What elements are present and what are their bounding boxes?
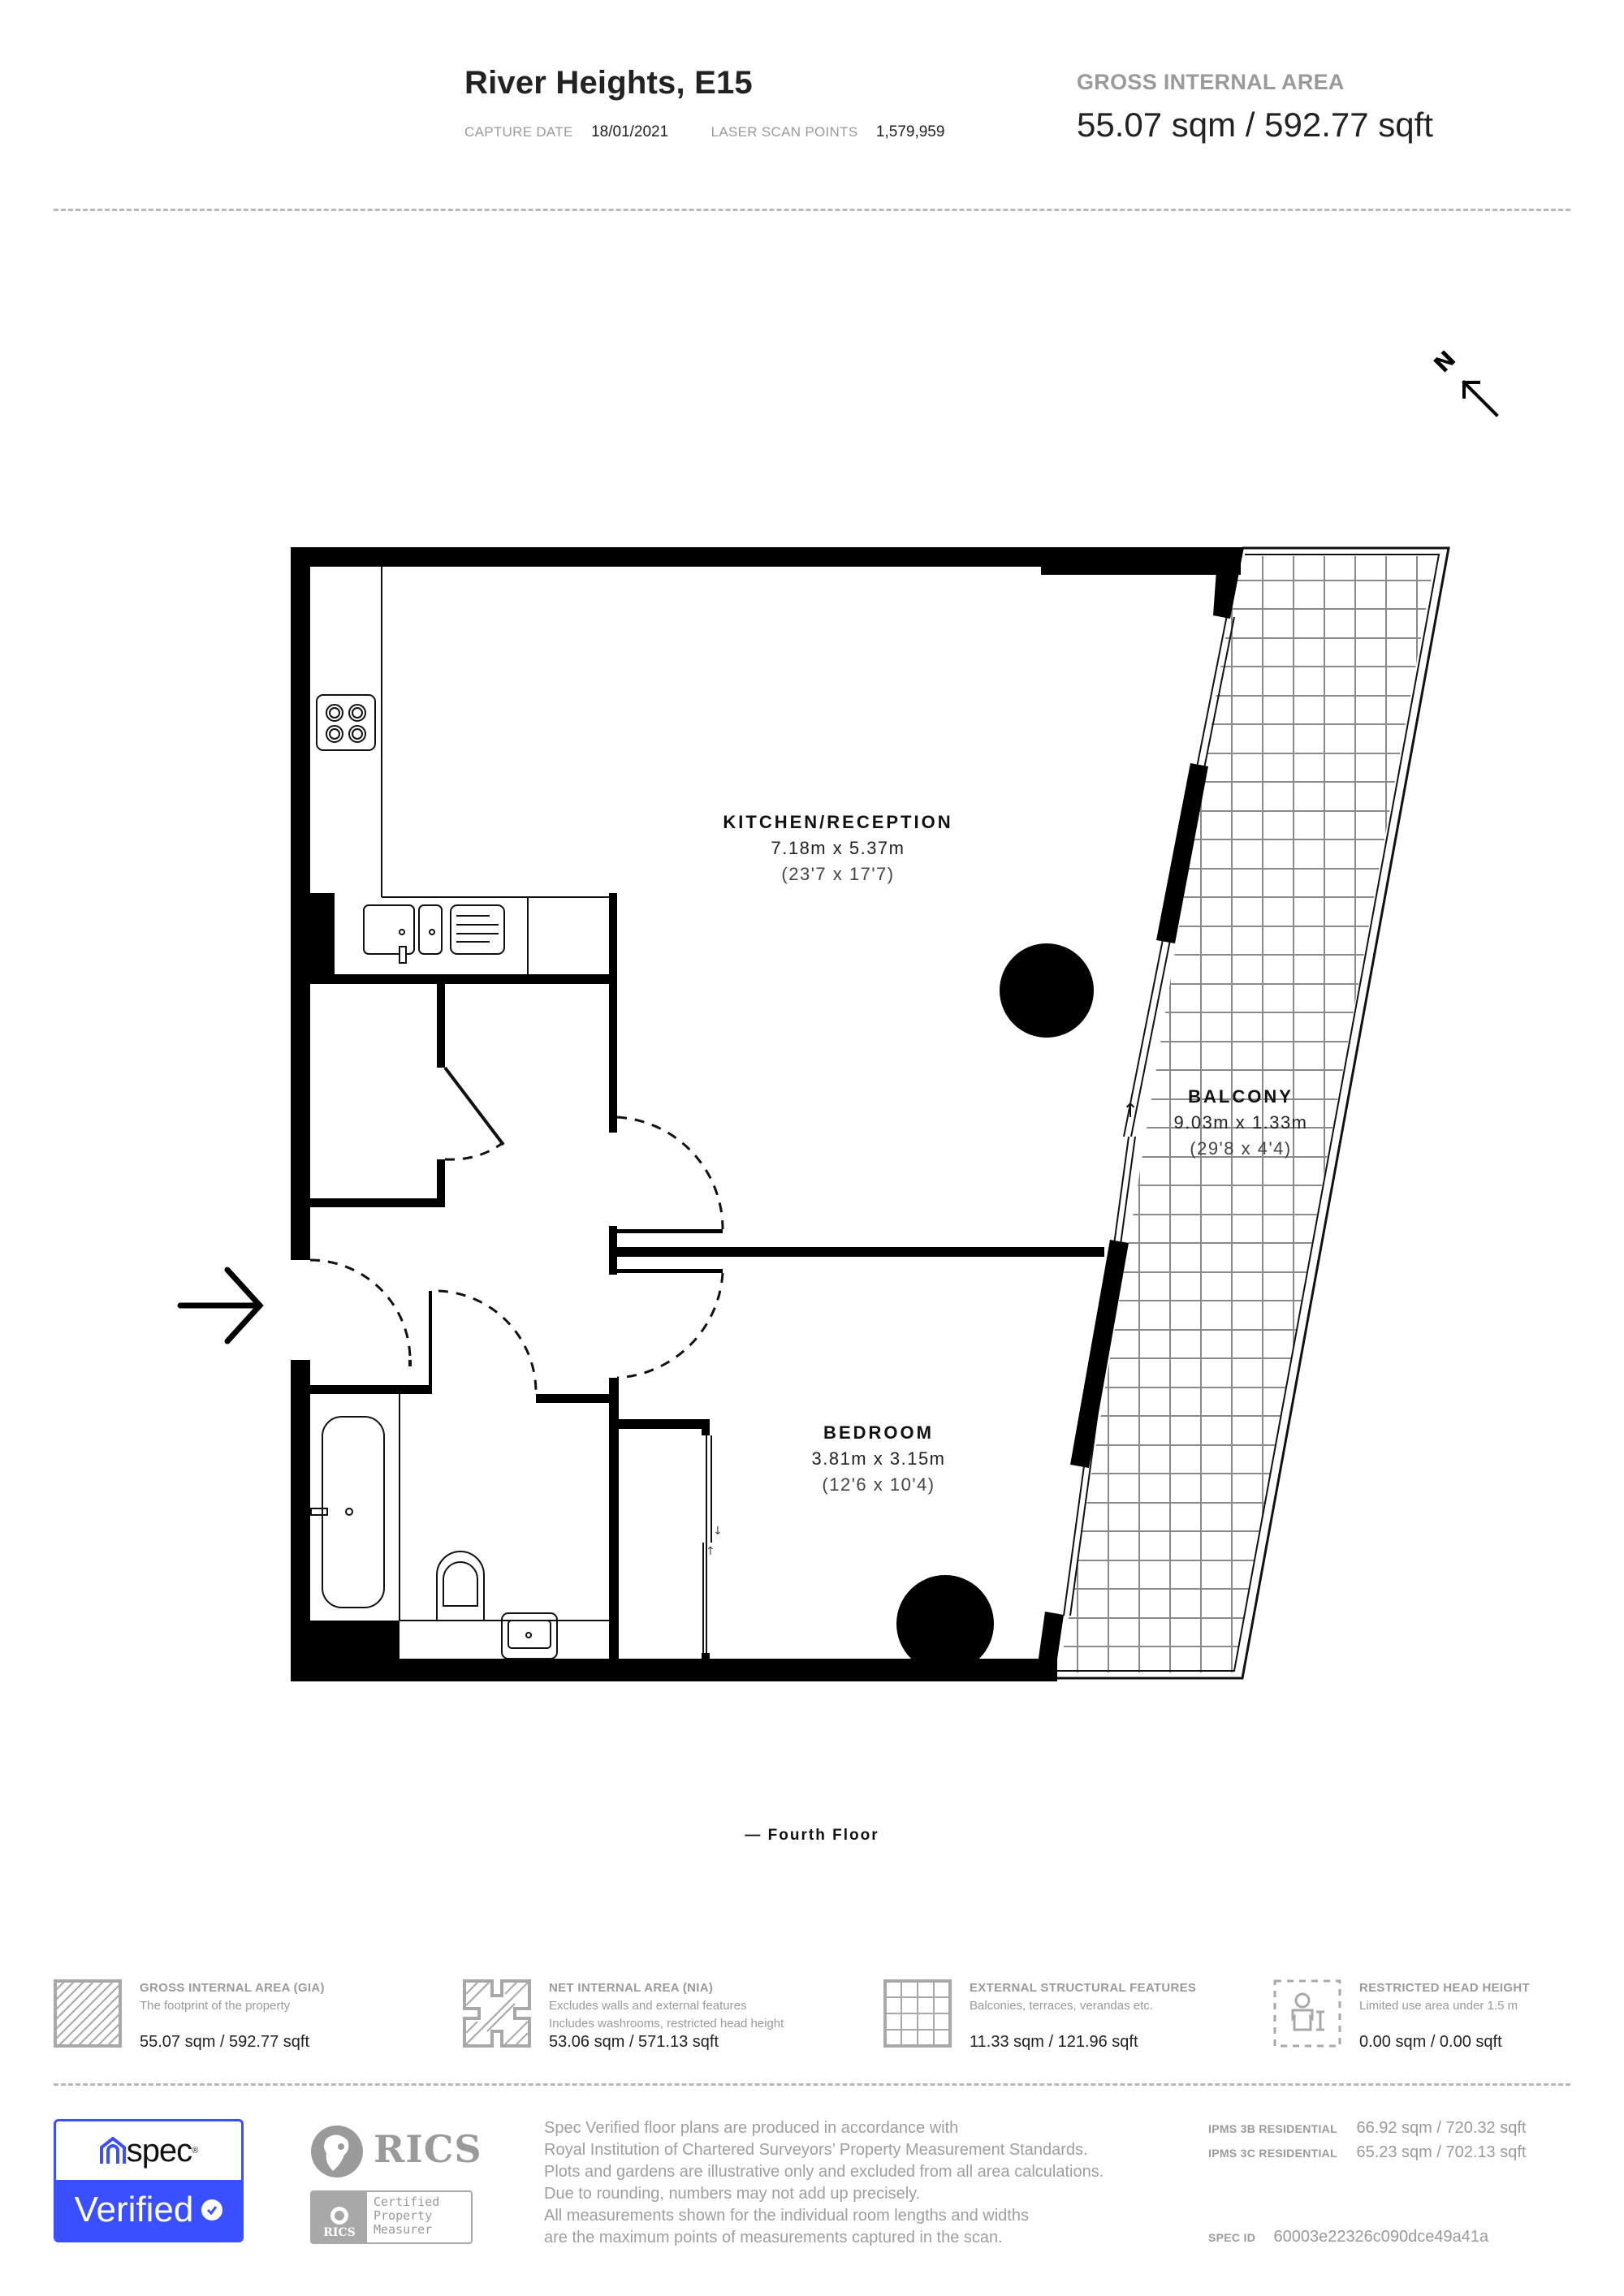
disclaimer-line: Plots and gardens are illustrative only …: [544, 2163, 1104, 2181]
wardrobe: [702, 1435, 712, 1653]
room-name: BEDROOM: [823, 1422, 934, 1443]
scan-points-value: 1,579,959: [875, 123, 945, 140]
spec-id-label: SPEC ID: [1208, 2231, 1256, 2244]
legend-value: 0.00 sqm / 0.00 sqft: [1359, 2033, 1502, 2051]
door-swings: [309, 1116, 724, 1395]
grid-square-icon: [883, 1979, 952, 2048]
disclaimer-text: Spec Verified floor plans are produced i…: [544, 2117, 1104, 2249]
legend-value: 11.33 sqm / 121.96 sqft: [970, 2033, 1138, 2051]
wardrobe-arrows: ↓ ↑: [706, 1525, 723, 1558]
rics-cert-line: Certified: [374, 2195, 440, 2209]
rics-wordmark: RICS: [374, 2127, 482, 2171]
spec-id-value: 60003e22326c090dce49a41a: [1273, 2228, 1489, 2246]
disclaimer-line: Royal Institution of Chartered Surveyors…: [544, 2141, 1088, 2159]
legend-title: GROSS INTERNAL AREA (GIA): [140, 1981, 325, 1995]
spec-logo-word: spec: [126, 2132, 192, 2169]
ipms-label: IPMS 3B RESIDENTIAL: [1208, 2122, 1337, 2135]
rics-cert-line: Property: [374, 2208, 433, 2223]
rics-cert-line: Measurer: [374, 2222, 433, 2237]
ipms-value: 65.23 sqm / 702.13 sqft: [1356, 2143, 1527, 2161]
gia-header-label: GROSS INTERNAL AREA: [1077, 70, 1345, 94]
scan-points-label: LASER SCAN POINTS: [710, 124, 858, 140]
spec-logo: spec®: [56, 2121, 241, 2180]
disclaimer-line: Due to rounding, numbers may not add up …: [544, 2185, 921, 2203]
north-arrow-icon: N: [1428, 346, 1499, 417]
entrance-arrow-icon: [177, 1267, 264, 1344]
header-divider: [54, 209, 1570, 211]
room-imperial: (29'8 x 4'4): [1190, 1138, 1292, 1159]
rics-certified-badge: RICS Certified Property Measurer: [310, 2190, 473, 2244]
legend-nia: NET INTERNAL AREA (NIA) Excludes walls a…: [463, 1979, 784, 2051]
room-imperial: (23'7 x 17'7): [781, 864, 895, 884]
room-metric: 7.18m x 5.37m: [771, 838, 905, 858]
capture-meta: CAPTURE DATE 18/01/2021 LASER SCAN POINT…: [464, 123, 944, 141]
hatched-square-icon: [54, 1979, 122, 2048]
spec-registered-mark: ®: [192, 2146, 199, 2156]
legend-desc: The footprint of the property: [140, 1999, 291, 2013]
property-title: River Heights, E15: [464, 65, 753, 101]
ipms-3b-row: IPMS 3B RESIDENTIAL 66.92 sqm / 720.32 s…: [1208, 2119, 1526, 2138]
toilet-icon: [436, 1551, 485, 1621]
svg-text:↓: ↓: [713, 1525, 723, 1538]
footer-divider: [54, 2083, 1570, 2086]
check-circle-icon: [201, 2199, 223, 2220]
rics-lion-icon: [311, 2126, 363, 2177]
room-name: KITCHEN/RECEPTION: [723, 812, 953, 832]
kitchen-sink-icon: [363, 904, 505, 964]
legend-value: 53.06 sqm / 571.13 sqft: [549, 2033, 719, 2051]
verified-label: Verified: [74, 2190, 194, 2229]
legend-desc: Limited use area under 1.5 m: [1359, 1999, 1518, 2013]
room-metric: 9.03m x 1.33m: [1173, 1112, 1308, 1133]
disclaimer-line: Spec Verified floor plans are produced i…: [544, 2119, 959, 2137]
legend-value: 55.07 sqm / 592.77 sqft: [140, 2033, 310, 2051]
legend-title: EXTERNAL STRUCTURAL FEATURES: [970, 1981, 1197, 1995]
person-height-icon: [1273, 1979, 1341, 2048]
spec-id: SPEC ID 60003e22326c090dce49a41a: [1208, 2228, 1488, 2246]
svg-text:N: N: [1428, 346, 1461, 378]
disclaimer-line: are the maximum points of measurements c…: [544, 2229, 1003, 2246]
hob-icon: [316, 694, 376, 751]
legend-desc: Excludes walls and external features: [549, 1999, 747, 2013]
ipms-label: IPMS 3C RESIDENTIAL: [1208, 2147, 1337, 2160]
room-kitchen-reception: KITCHEN/RECEPTION 7.18m x 5.37m (23'7 x …: [723, 812, 952, 885]
bathtub-icon: [322, 1416, 385, 1608]
room-bedroom: BEDROOM 3.81m x 3.15m (12'6 x 10'4): [811, 1422, 945, 1495]
rics-small-wordmark: RICS: [323, 2226, 356, 2239]
svg-text:↑: ↑: [706, 1545, 715, 1558]
bathroom-fixtures: [310, 1394, 609, 1659]
capture-date-value: 18/01/2021: [591, 123, 669, 140]
rics-lion-small-icon: [330, 2207, 348, 2225]
room-name: BALCONY: [1188, 1086, 1294, 1107]
kitchen-counter: [381, 567, 609, 974]
spec-verified-badge: spec® Verified: [54, 2119, 244, 2242]
verified-bar: Verified: [56, 2180, 241, 2240]
legend-gia: GROSS INTERNAL AREA (GIA) The footprint …: [54, 1979, 325, 2051]
rics-logos: RICS RICS Certified Property Measurer: [309, 2122, 482, 2252]
room-metric: 3.81m x 3.15m: [811, 1448, 946, 1469]
ipms-value: 66.92 sqm / 720.32 sqft: [1356, 2119, 1527, 2137]
walls: [291, 547, 1244, 1681]
capture-date-label: CAPTURE DATE: [464, 124, 573, 140]
ipms-3c-row: IPMS 3C RESIDENTIAL 65.23 sqm / 702.13 s…: [1208, 2143, 1526, 2162]
room-balcony: BALCONY 9.03m x 1.33m (29'8 x 4'4): [1173, 1086, 1307, 1159]
legend-restricted-height: RESTRICTED HEAD HEIGHT Limited use area …: [1273, 1979, 1530, 2051]
legend-external: EXTERNAL STRUCTURAL FEATURES Balconies, …: [883, 1979, 1197, 2051]
legend-title: NET INTERNAL AREA (NIA): [549, 1981, 714, 1995]
hatched-rooms-icon: [463, 1979, 531, 2048]
spec-house-icon: [99, 2136, 126, 2164]
legend-title: RESTRICTED HEAD HEIGHT: [1359, 1981, 1530, 1995]
basin-icon: [501, 1612, 558, 1659]
door-leaves: [408, 1066, 505, 1366]
gia-header-value: 55.07 sqm / 592.77 sqft: [1077, 106, 1433, 144]
room-imperial: (12'6 x 10'4): [822, 1474, 935, 1495]
floor-label: — Fourth Floor: [745, 1827, 879, 1844]
legend-desc: Balconies, terraces, verandas etc.: [970, 1999, 1153, 2013]
sliding-door-arrow-icon: ↑: [1122, 1099, 1138, 1122]
disclaimer-line: All measurements shown for the individua…: [544, 2207, 1029, 2225]
legend-desc: Includes washrooms, restricted head heig…: [549, 2017, 784, 2031]
